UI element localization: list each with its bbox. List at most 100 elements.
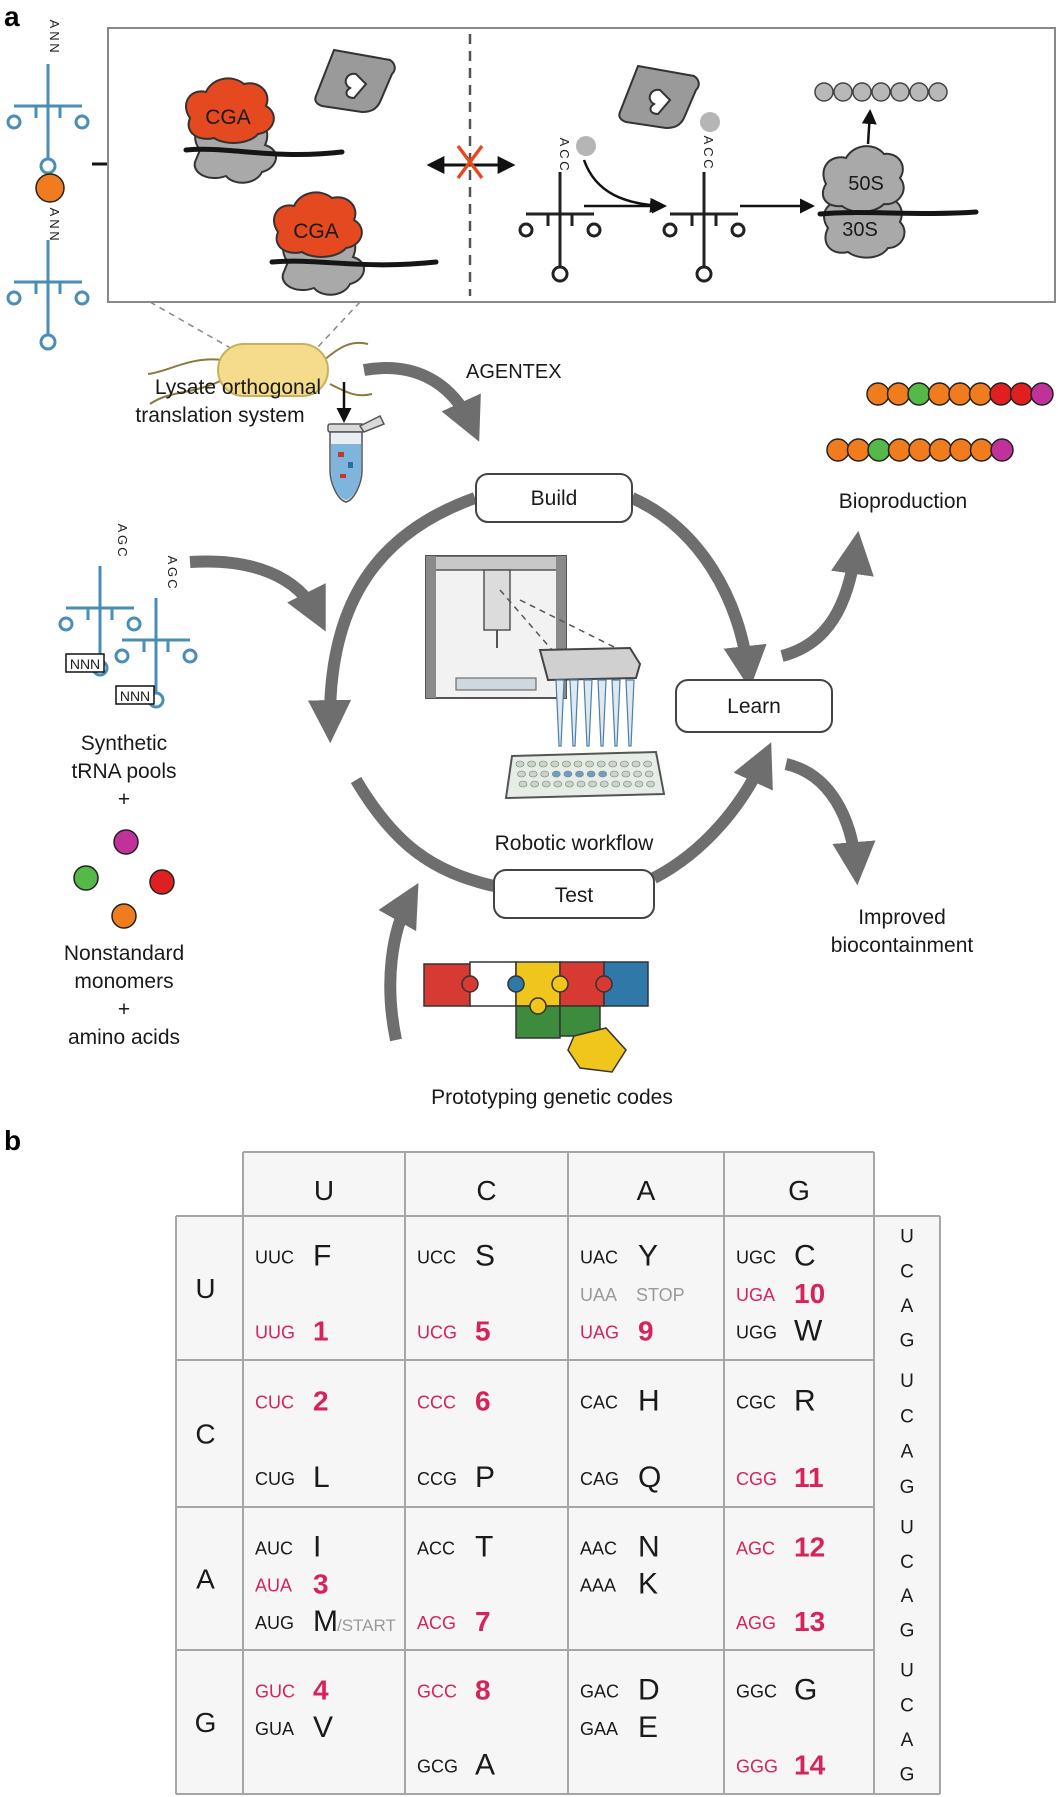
anticodon-letter: N — [47, 31, 62, 40]
codon-label: GCG — [417, 1757, 458, 1777]
amino-acid-letter: M — [313, 1605, 338, 1638]
subunit-30s-label: 30S — [842, 219, 878, 241]
plate-well — [551, 770, 561, 778]
monomer-bead — [826, 438, 850, 462]
plate-well — [599, 780, 609, 788]
third-position-letter: U — [900, 1371, 914, 1392]
reassignment-number: 4 — [313, 1675, 329, 1706]
nnn-label: NNN — [120, 688, 150, 704]
plate-well — [598, 770, 608, 778]
plate-well — [527, 760, 536, 768]
pipette-tip — [625, 679, 635, 747]
codon-label: UUG — [255, 1323, 295, 1343]
codon-label: UAA — [580, 1285, 617, 1305]
panel-a-letter: a — [4, 1, 20, 32]
acc-letters: ACC — [557, 138, 572, 171]
monomer-bead — [1030, 382, 1054, 406]
anticodon-letter: A — [557, 138, 572, 147]
third-position-letter: G — [900, 1330, 915, 1351]
monomer-bead — [907, 382, 931, 406]
plate-well — [575, 770, 584, 778]
amino-acid-letter: R — [794, 1384, 816, 1417]
plate-well — [596, 760, 606, 768]
amino-acid-letter: P — [475, 1461, 495, 1494]
anticodon-letter: G — [165, 567, 180, 577]
codon-label: AUG — [255, 1613, 294, 1633]
anticodon-letters: ANN — [47, 208, 62, 241]
anticodon-letter: N — [47, 219, 62, 228]
third-position-letter: G — [900, 1477, 915, 1498]
third-position-letter: A — [901, 1442, 914, 1463]
amino-acid-letter: D — [638, 1674, 660, 1707]
amino-acid-letter: F — [313, 1240, 331, 1273]
biocontainment-arrow — [784, 758, 876, 886]
plate-well — [588, 780, 597, 788]
ribosome-right: 50S 30S — [821, 145, 906, 259]
plate-well — [550, 760, 560, 768]
cycle-arc-left — [308, 492, 478, 744]
release-factor-shape — [314, 48, 396, 114]
reassignment-number: 2 — [313, 1385, 329, 1416]
pipette-tip — [569, 679, 579, 747]
agentex-label: AGENTEX — [466, 361, 562, 383]
agc-letters: AGC — [165, 556, 180, 589]
codon-label: UGC — [736, 1248, 776, 1268]
monomer-magenta-ball — [113, 829, 139, 855]
codon-label: CUC — [255, 1392, 294, 1412]
agentex-arrow — [362, 362, 481, 442]
plate-well — [528, 770, 538, 778]
amino-acid-letter: H — [638, 1384, 660, 1417]
nnn-box-1: NNN — [65, 653, 105, 673]
synthetic-plus: + — [118, 788, 130, 811]
reassignment-number: 11 — [794, 1462, 824, 1493]
codon-label: ACC — [417, 1538, 455, 1558]
column-header: G — [788, 1175, 810, 1206]
codon-label: CAC — [580, 1392, 618, 1412]
peptide-bead — [928, 82, 948, 102]
third-position-letter: U — [900, 1518, 914, 1539]
monomers-line4: amino acids — [68, 1026, 180, 1049]
prototyping-arrow — [378, 882, 419, 1042]
amino-acid-gray-ball — [700, 112, 720, 132]
codon-label: AAC — [580, 1538, 617, 1558]
codon-label: GCC — [417, 1682, 457, 1702]
peptide-chain-colored — [826, 438, 1014, 462]
codon-label: AUA — [255, 1576, 292, 1596]
monomer-bead — [968, 382, 993, 406]
lysate-label-line1: Lysate orthogonal — [155, 376, 321, 399]
trna-pool-2: AGC — [114, 556, 198, 709]
peptide-bead — [909, 82, 929, 102]
biocontainment-line2: biocontainment — [831, 934, 974, 957]
plate-well — [631, 760, 641, 768]
third-position-letter: C — [900, 1406, 914, 1427]
pipette-tip — [597, 679, 607, 747]
codon-label: UCC — [417, 1248, 456, 1268]
amino-acid-letter: T — [475, 1530, 493, 1563]
trna-charged-bottom: ANN — [6, 208, 90, 351]
agc-letters: AGC — [115, 524, 130, 557]
peptide-bead — [871, 82, 891, 102]
bioproduction-label: Bioproduction — [839, 490, 967, 513]
peptide-bead — [890, 82, 910, 102]
plate-well — [646, 780, 655, 788]
codon-label: GGC — [736, 1682, 777, 1702]
codon-label: CCC — [417, 1392, 456, 1412]
plate-well — [515, 760, 525, 768]
plate-well — [611, 780, 621, 788]
learn-label: Learn — [727, 695, 781, 718]
peptide-bead — [852, 82, 872, 102]
header-bg — [243, 1152, 874, 1216]
column-header: U — [314, 1175, 334, 1206]
anticodon-letter: A — [165, 556, 180, 565]
anticodon-letter: C — [557, 161, 572, 170]
amino-acid-gray-ball — [576, 136, 596, 156]
monomer-bead — [846, 438, 871, 462]
codon-label: GAC — [580, 1682, 619, 1702]
anticodon-letter: A — [701, 136, 716, 145]
trna-charged-top: ANN — [6, 20, 90, 175]
biocontainment-line1: Improved — [858, 906, 946, 929]
trna-input-arrow — [189, 555, 326, 632]
ribosome-left-top: CGA — [185, 77, 277, 184]
plate-well — [633, 770, 642, 778]
